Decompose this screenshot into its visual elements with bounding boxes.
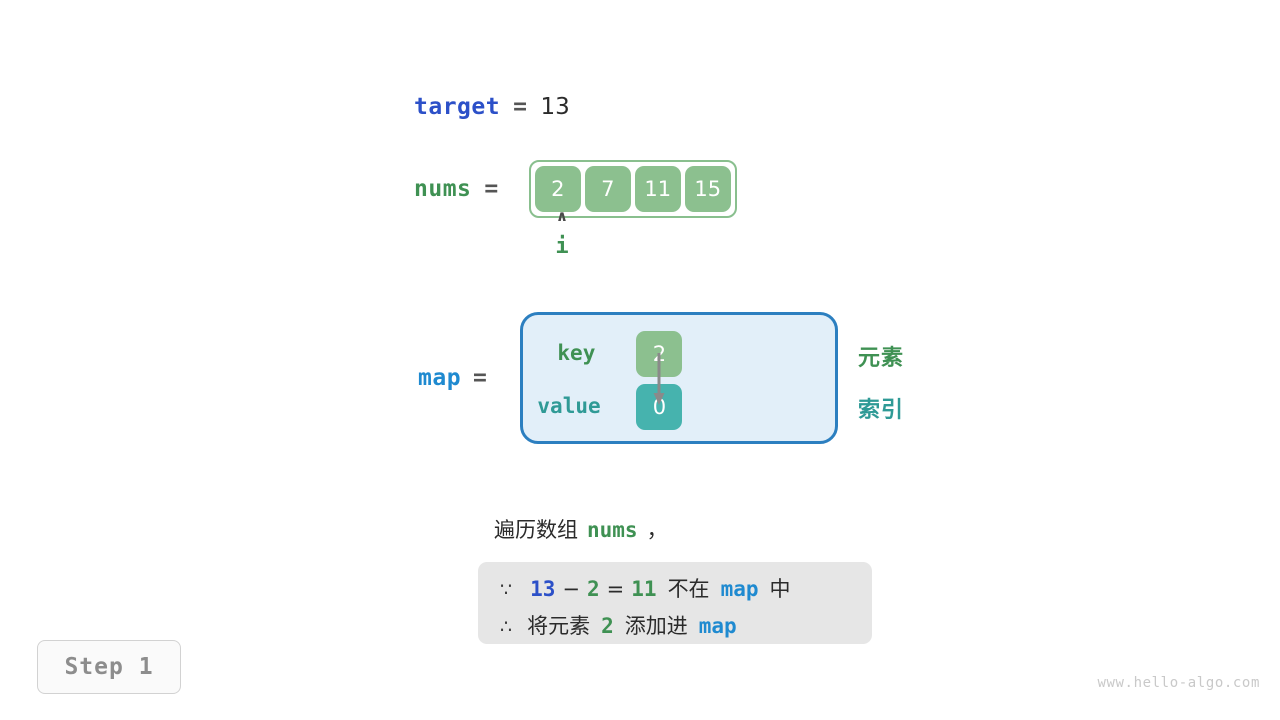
nums-equals-sign: = <box>484 176 499 202</box>
reasoning-added-value: 2 <box>601 614 614 638</box>
caption-suffix: ， <box>646 518 668 542</box>
index-side-label: 索引 <box>858 398 905 423</box>
reasoning-map-ref: map <box>698 614 737 638</box>
caption-prefix: 遍历数组 <box>494 518 578 542</box>
array-cell: 15 <box>684 166 731 212</box>
nums-array: 2 7 11 15 <box>528 160 737 218</box>
down-arrow-icon <box>653 353 665 405</box>
reasoning-line-therefore: ∴ 将元素 2 添加进 map <box>478 603 872 640</box>
map-variable-name: map <box>418 365 462 391</box>
therefore-symbol-icon: ∴ <box>500 616 513 638</box>
reasoning-minus-sign: − <box>562 577 580 601</box>
map-row: map = key value 2 0 <box>418 312 839 444</box>
reasoning-box: ∵ 13 − 2 = 11 不在 map 中 ∴ 将元素 2 添加进 map <box>478 562 872 644</box>
index-pointer: ∧ i <box>540 208 584 262</box>
caption-mono-nums: nums <box>587 518 638 542</box>
reasoning-text-add-into: 添加进 <box>624 614 688 638</box>
element-side-label: 元素 <box>858 346 905 371</box>
target-value: 13 <box>540 94 570 120</box>
reasoning-equals-sign: = <box>606 577 625 601</box>
nums-variable-name: nums <box>414 176 472 202</box>
map-equals-sign: = <box>473 365 488 391</box>
map-container: key value 2 0 <box>520 312 839 444</box>
reasoning-operand-target: 13 <box>530 577 556 601</box>
reasoning-map-ref: map <box>720 577 759 601</box>
caret-up-icon: ∧ <box>555 207 569 225</box>
because-symbol-icon: ∵ <box>500 579 513 601</box>
index-pointer-label: i <box>555 234 569 259</box>
reasoning-line-because: ∵ 13 − 2 = 11 不在 map 中 <box>478 562 872 603</box>
array-cell: 11 <box>634 166 681 212</box>
target-equals-sign: = <box>513 94 528 120</box>
watermark: www.hello-algo.com <box>1097 675 1260 691</box>
caption-line: 遍历数组 nums ， <box>494 514 668 544</box>
array-cell: 7 <box>584 166 631 212</box>
reasoning-text-add-element: 将元素 <box>527 614 591 638</box>
nums-row: nums = 2 7 11 15 <box>414 160 737 218</box>
target-row: target = 13 <box>414 94 570 120</box>
reasoning-text-not-in: 不在 <box>667 577 710 601</box>
reasoning-operand-current: 2 <box>587 577 600 601</box>
map-key-label: key <box>557 341 596 365</box>
target-variable-name: target <box>414 94 501 120</box>
map-value-label: value <box>537 394 601 418</box>
step-badge: Step 1 <box>37 640 181 694</box>
array-cell: 2 <box>534 166 581 212</box>
reasoning-result: 11 <box>631 577 657 601</box>
reasoning-text-in: 中 <box>769 577 791 601</box>
